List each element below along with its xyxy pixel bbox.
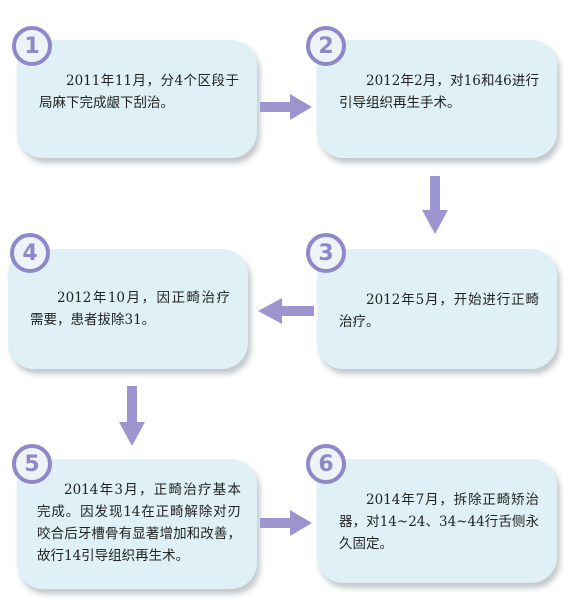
- step-4-text: 2012年10月，因正畸治疗需要，患者拔除31。: [30, 290, 230, 328]
- step-4-card: 2012年10月，因正畸治疗需要，患者拔除31。: [8, 249, 248, 369]
- step-6-badge: 6: [306, 444, 346, 484]
- step-3-badge: 3: [306, 233, 346, 273]
- step-2-text: 2012年2月，对16和46进行引导组织再生手术。: [339, 73, 539, 111]
- arrow-down-4-to-5-shape: [119, 386, 145, 446]
- arrow-right-1-to-2: [260, 94, 312, 120]
- step-3-text: 2012年5月，开始进行正畸治疗。: [339, 292, 539, 330]
- step-1-card: 2011年11月，分4个区段于局麻下完成龈下刮治。: [17, 40, 257, 158]
- arrow-down-2-to-3-shape: [422, 176, 448, 234]
- arrow-left-3-to-4-shape: [258, 298, 314, 324]
- step-2-badge: 2: [306, 26, 346, 66]
- arrow-right-5-to-6-shape: [260, 510, 312, 536]
- step-5-card: 2014年3月，正畸治疗基本完成。因发现14在正畸解除对刃咬合后牙槽骨有显著增加…: [17, 459, 257, 589]
- step-6-text: 2014年7月，拆除正畸矫治器，对14~24、34~44行舌侧永久固定。: [339, 492, 539, 552]
- arrow-down-4-to-5: [119, 386, 145, 446]
- step-5-badge: 5: [12, 444, 52, 484]
- arrow-right-1-to-2-shape: [260, 94, 312, 120]
- step-1-text: 2011年11月，分4个区段于局麻下完成龈下刮治。: [39, 73, 239, 111]
- arrow-left-3-to-4: [258, 298, 314, 324]
- step-3-card: 2012年5月，开始进行正畸治疗。: [317, 249, 557, 369]
- step-1-badge: 1: [12, 26, 52, 66]
- step-4-badge: 4: [10, 233, 50, 273]
- arrow-down-2-to-3: [422, 176, 448, 234]
- step-5-text: 2014年3月，正畸治疗基本完成。因发现14在正畸解除对刃咬合后牙槽骨有显著增加…: [37, 482, 241, 564]
- step-2-card: 2012年2月，对16和46进行引导组织再生手术。: [317, 40, 557, 158]
- step-6-card: 2014年7月，拆除正畸矫治器，对14~24、34~44行舌侧永久固定。: [317, 459, 557, 583]
- arrow-right-5-to-6: [260, 510, 312, 536]
